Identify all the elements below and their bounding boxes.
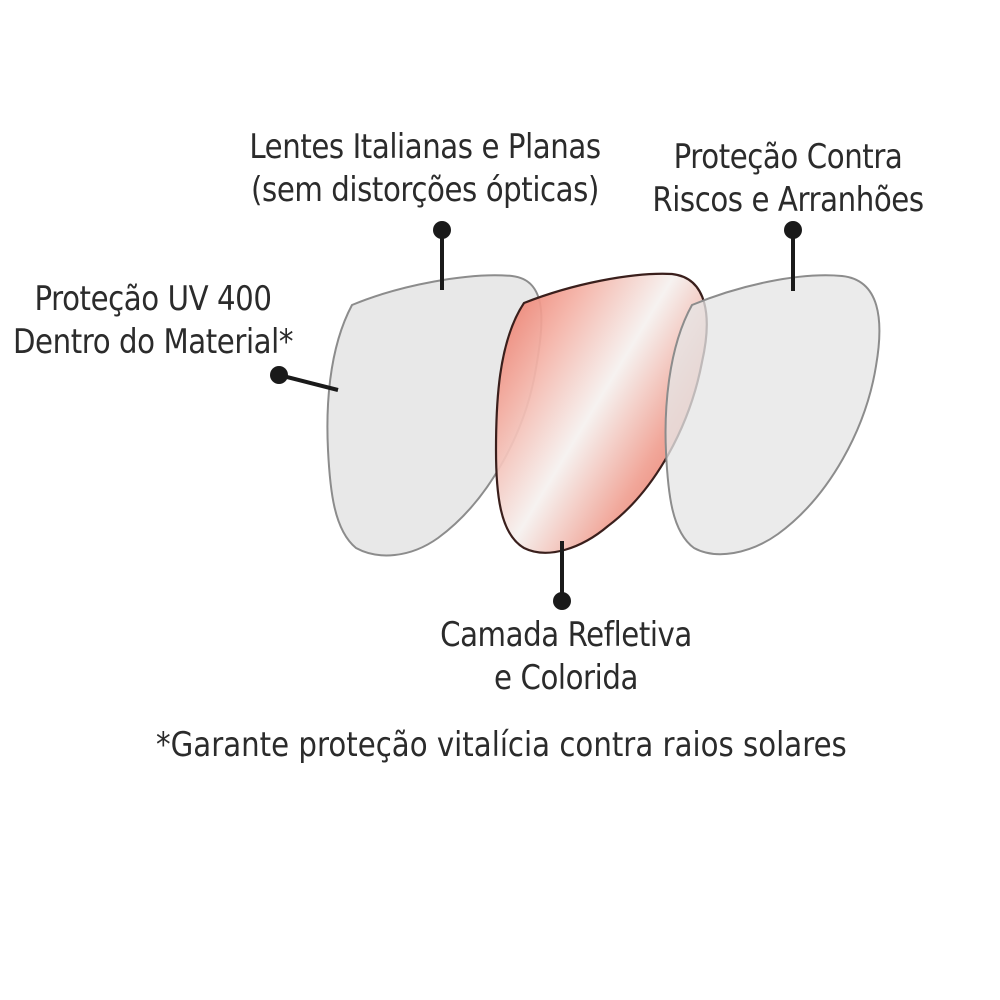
leader-reflective [553,541,571,610]
callout-uv-label: Proteção UV 400 Dentro do Material* [7,278,299,364]
callout-scratch-label: Proteção Contra Riscos e Arranhões [616,136,960,222]
callout-uv-line2: Dentro do Material* [12,322,294,362]
leader-scratch [784,221,802,291]
leader-uv [270,366,339,392]
clear-lens-right [664,274,881,556]
callout-scratch-line1: Proteção Contra [673,137,903,177]
callout-reflective-line2: e Colorida [494,658,638,698]
callout-lenses-label: Lentes Italianas e Planas (sem distorçõe… [210,126,640,212]
callout-uv-line1: Proteção UV 400 [34,279,272,319]
leader-lenses [433,221,451,290]
callout-lenses-line2: (sem distorções ópticas) [251,170,599,210]
callout-lenses-line1: Lentes Italianas e Planas [249,127,601,167]
callout-reflective-line1: Camada Refletiva [440,615,692,655]
reflective-lens [494,272,708,554]
footnote: *Garante proteção vitalícia contra raios… [156,725,847,765]
callout-reflective-label: Camada Refletiva e Colorida [394,614,738,700]
callout-scratch-line2: Riscos e Arranhões [652,180,924,220]
clear-lens-left [326,274,543,557]
